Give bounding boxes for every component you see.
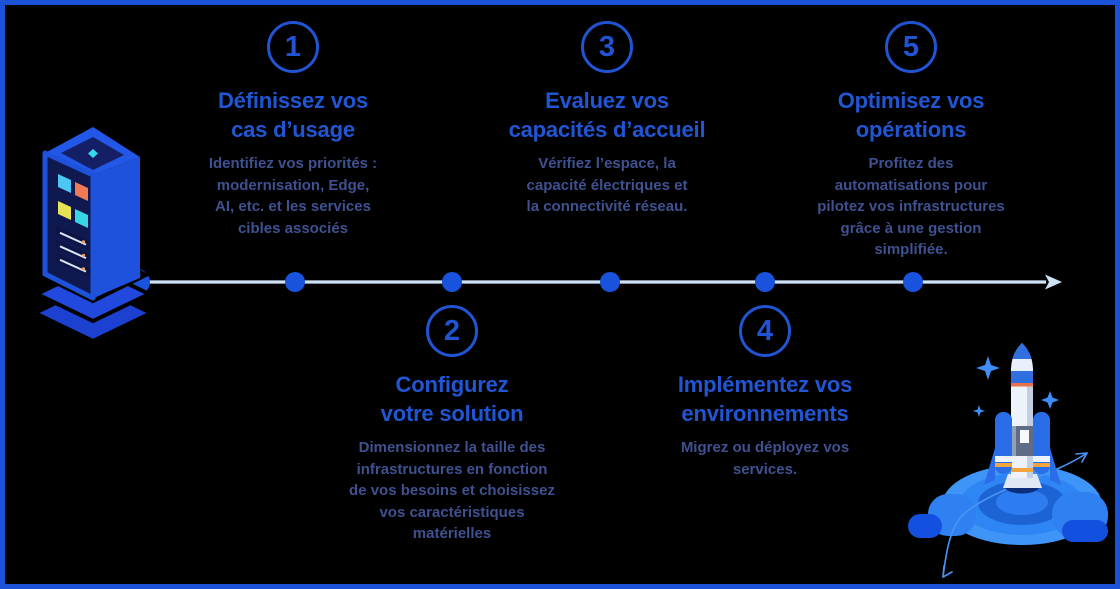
step-4-number: 4 [756,314,774,347]
step-2-number: 2 [443,314,461,347]
step-3-number-circle: 3 [581,21,633,73]
star-icon [973,405,985,417]
server-cabinet [42,127,140,301]
server-power-light [88,149,98,158]
timeline-dot-1 [285,272,305,292]
stars [973,356,1059,417]
server-front-tiles [58,174,88,228]
step-4: 4 Implémentez vos environnements Migrez … [635,305,895,480]
timeline-dot-2 [442,272,462,292]
step-1-number-circle: 1 [267,21,319,73]
step-5: 5 Optimisez vos opérations Profitez des … [783,21,1039,260]
step-4-description: Migrez ou déployez vos services. [680,439,850,478]
step-5-number: 5 [902,30,920,63]
step-1-number: 1 [284,30,302,63]
timeline-dot-4 [755,272,775,292]
step-4-title: Implémentez vos environnements [677,372,853,426]
step-2-description: Dimensionnez la taille des infrastructur… [349,439,555,542]
rocket-boosters [984,412,1061,485]
timeline-dot-5 [903,272,923,292]
step-3-title: Evaluez vos capacités d’accueil [508,88,706,142]
timeline-arrowhead-icon [1045,274,1062,290]
rocket-hatch [1020,430,1029,443]
step-3: 3 Evaluez vos capacités d’accueil Vérifi… [477,21,737,218]
star-icon [976,356,1000,380]
server-icon [30,127,156,343]
rocket-nose-tip [1012,343,1032,359]
timeline-dot-3 [600,272,620,292]
server-drive-bays [56,226,90,278]
rocks [908,492,1108,542]
step-2: 2 Configurez votre solution Dimensionnez… [322,305,582,544]
step-1-description: Identifiez vos priorités : modernisation… [208,155,378,237]
step-2-title: Configurez votre solution [380,372,524,426]
step-5-description: Profitez des automatisations pour pilote… [817,155,1005,258]
rocket [984,343,1061,494]
step-5-number-circle: 5 [885,21,937,73]
star-icon [1041,391,1059,409]
step-5-title: Optimisez vos opérations [837,88,985,142]
step-1-title: Définissez vos cas d’usage [217,88,369,142]
step-1: 1 Définissez vos cas d’usage Identifiez … [168,21,418,239]
step-2-number-circle: 2 [426,305,478,357]
step-3-number: 3 [598,30,616,63]
rocket-icon [908,343,1108,578]
step-3-description: Vérifiez l’espace, la capacité électriqu… [526,155,688,216]
step-4-number-circle: 4 [739,305,791,357]
